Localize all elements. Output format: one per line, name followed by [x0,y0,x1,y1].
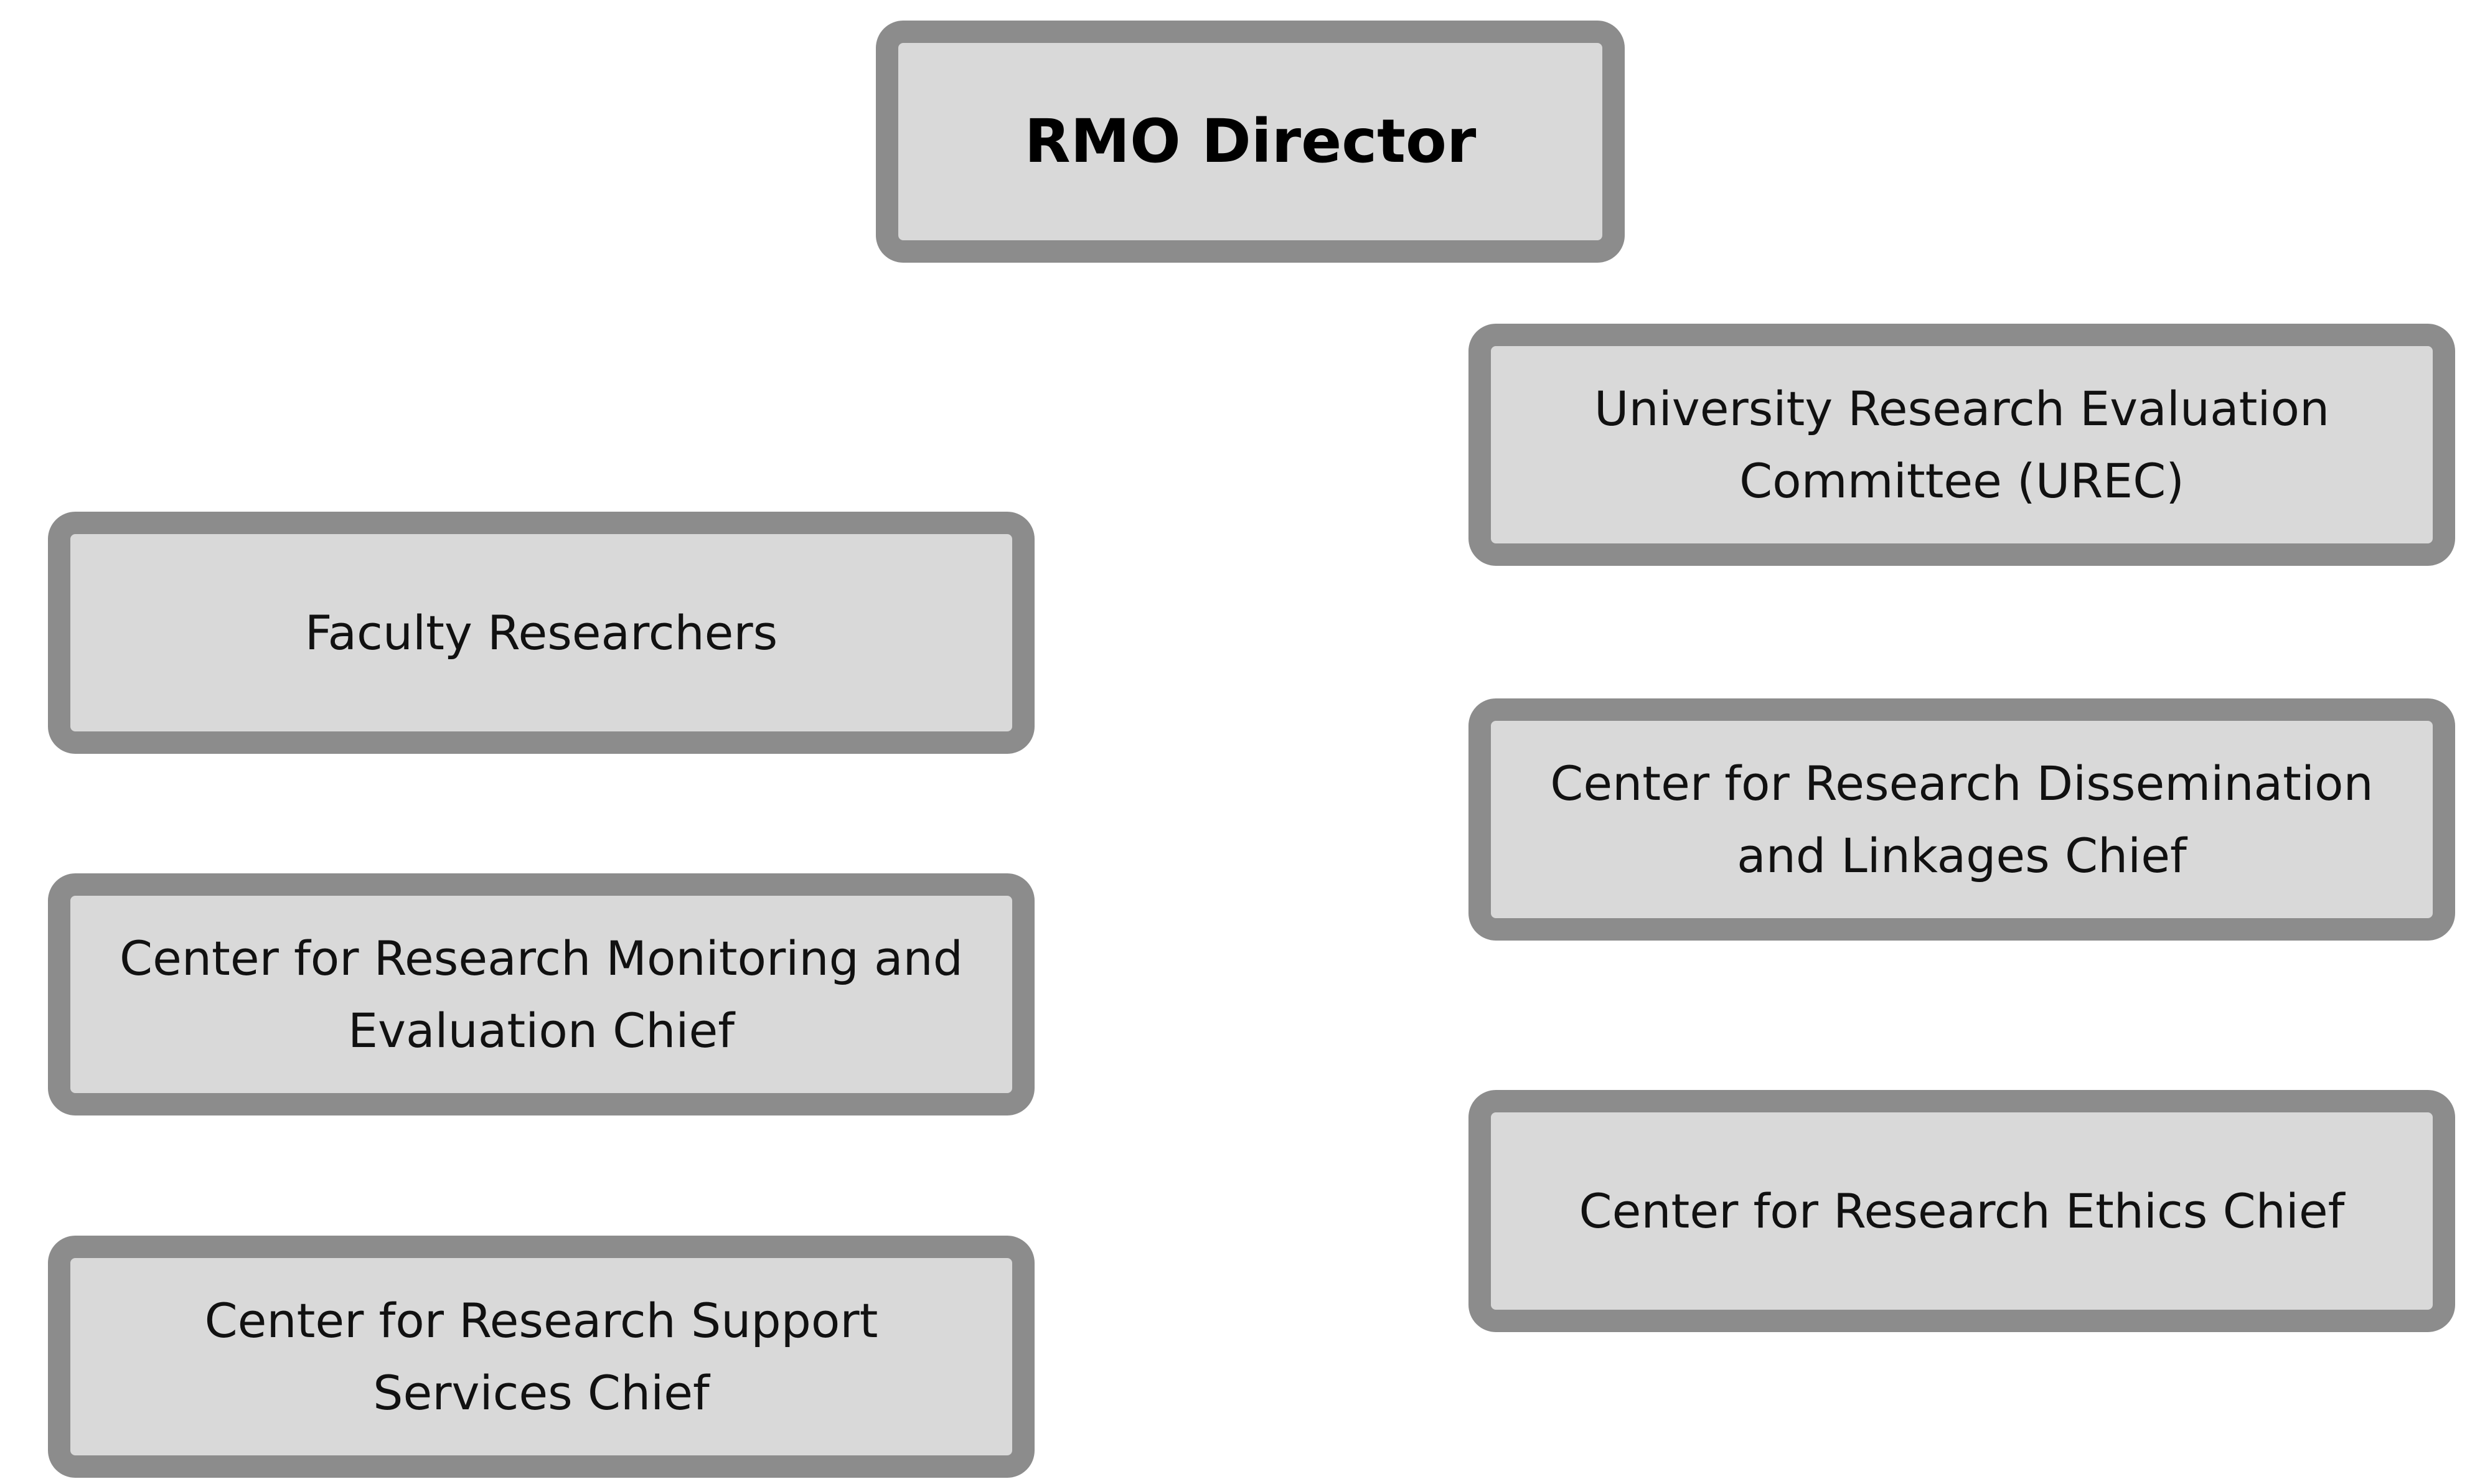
dissemination-linkages-chief-label: Center for Research Dissemination and Li… [1550,755,2374,883]
urec-box: University Research Evaluation Committee… [1468,324,2455,566]
urec-label: University Research Evaluation Committee… [1594,380,2330,509]
support-services-chief-box: Center for Research Support Services Chi… [48,1236,1035,1478]
rmo-director-box: RMO Director [876,21,1625,263]
faculty-researchers-label: Faculty Researchers [304,604,778,660]
research-ethics-chief-label: Center for Research Ethics Chief [1579,1183,2345,1239]
faculty-researchers-box: Faculty Researchers [48,512,1035,754]
support-services-chief-label: Center for Research Support Services Chi… [204,1292,878,1421]
dissemination-linkages-chief-box: Center for Research Dissemination and Li… [1468,698,2455,941]
research-ethics-chief-box: Center for Research Ethics Chief [1468,1090,2455,1332]
monitoring-evaluation-chief-label: Center for Research Monitoring and Evalu… [120,930,963,1058]
rmo-director-label: RMO Director [1024,106,1477,176]
monitoring-evaluation-chief-box: Center for Research Monitoring and Evalu… [48,873,1035,1115]
